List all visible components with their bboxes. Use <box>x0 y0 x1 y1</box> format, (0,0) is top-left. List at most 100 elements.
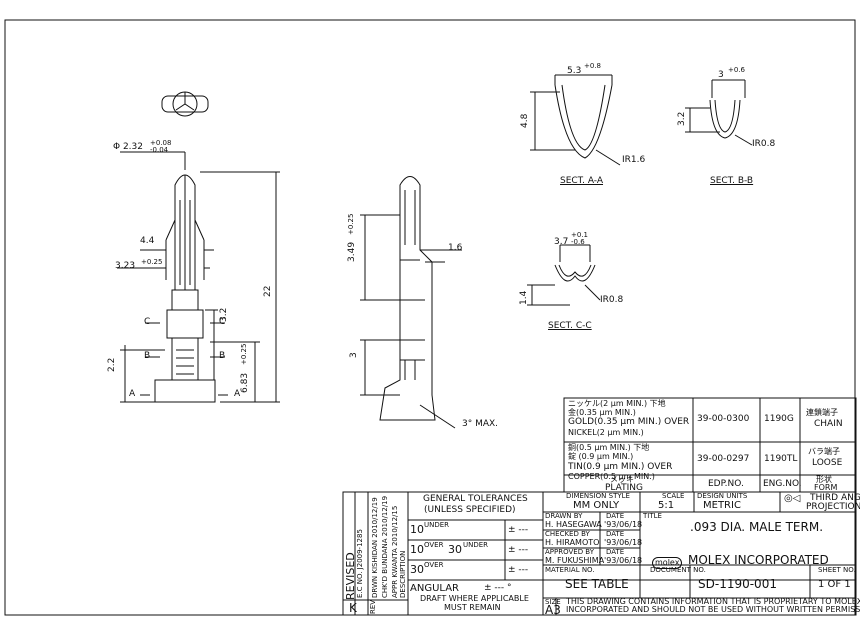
document-number: SD-1190-001 <box>698 577 777 591</box>
section-c-drawing <box>527 244 601 306</box>
drawn-by: H. HASEGAWA <box>545 520 602 529</box>
design-units-label: DESIGN UNITS <box>697 492 748 500</box>
plating-header-eng: ENG.NO. <box>763 479 802 489</box>
sheet-label: SHEET NO. <box>818 566 856 574</box>
dim-height-14: 1.4 <box>519 290 529 305</box>
tol-row2-tolerance: ± --- <box>508 545 529 555</box>
plating-header: PLATING <box>605 483 643 493</box>
checked-date: '93/06/18 <box>604 538 643 547</box>
section-mark-a-right: A <box>234 389 241 399</box>
document-label: DOCUMENT NO. <box>650 566 706 574</box>
checked-date-label: DATE <box>606 530 625 538</box>
section-a-label: SECT. A-A <box>560 176 604 186</box>
dim-length-683-tol: +0.25 <box>240 343 248 365</box>
dim-width-3-tol: +0.6 <box>728 66 745 74</box>
plating-row1-en: GOLD(0.35 µm MIN.) OVER <box>568 417 690 427</box>
dim-width-53: 5.3 <box>567 66 582 76</box>
dim-diameter-tol: +0.08 -0.04 <box>150 139 172 154</box>
tol-row2-over: OVER <box>424 541 444 549</box>
section-b-drawing <box>685 79 753 146</box>
tol-row1-under: UNDER <box>424 521 450 529</box>
drawn-by-label: DRAWN BY <box>545 512 583 520</box>
scale-label: SCALE <box>662 492 685 500</box>
checked-by-label: CHECKED BY <box>545 530 590 538</box>
section-a-drawing <box>530 74 621 166</box>
draft-note-1: DRAFT WHERE APPLICABLE <box>420 594 529 603</box>
plating-row2-en2: COPPER(0.5 µm MIN.) <box>568 472 655 481</box>
third-angle-label: THIRD ANGLE <box>810 493 860 503</box>
plating-row2-jp: 銅(0.5 µm MIN.) 下地 <box>568 443 650 452</box>
tol-row1-value: 10 <box>410 523 424 536</box>
approved-date: '93/06/18 <box>604 556 643 565</box>
dim-length-3: 3 <box>349 352 359 358</box>
proprietary-note-1: THIS DRAWING CONTAINS INFORMATION THAT I… <box>566 597 860 606</box>
proprietary-note-2: INCORPORATED AND SHOULD NOT BE USED WITH… <box>566 605 860 614</box>
plating-row1-edp: 39-00-0300 <box>697 414 750 424</box>
revised-label: REVISED <box>344 552 357 600</box>
dim-length-683: 6.83 <box>240 372 250 393</box>
plating-row1-form-jp: 連鎖端子 <box>806 408 838 417</box>
projection-label: PROJECTION <box>806 502 860 512</box>
approved-date-label: DATE <box>606 548 625 556</box>
plating-header-jp: メッキ <box>610 475 634 484</box>
checked-by: H. HIRAMOTO <box>545 538 600 547</box>
draft-note-2: MUST REMAIN <box>444 603 501 612</box>
dim-width-323-tol: +0.25 <box>141 258 163 266</box>
section-b-label: SECT. B-B <box>710 176 754 186</box>
revision-ec-no: E.C NO. J2009-1285 <box>356 529 364 598</box>
plating-row1-eng: 1190G <box>764 414 794 424</box>
tol-row2-under: UNDER <box>463 541 489 549</box>
angular-tolerance: ± --- ° <box>484 583 512 593</box>
plating-row2-form-jp: バラ端子 <box>808 447 840 456</box>
section-mark-b-right: B <box>219 351 226 361</box>
dim-width-323: 3.23 <box>115 261 136 271</box>
plating-row1-jp: ニッケル(2 µm MIN.) 下地 <box>568 399 666 408</box>
sheet-number: 1 OF 1 <box>818 579 851 590</box>
drawn-date-label: DATE <box>606 512 625 520</box>
revision-drawn: DRWN KISHIDAN 2010/12/19 <box>371 497 379 598</box>
title-block-lines <box>342 491 857 616</box>
plating-row1-en2: NICKEL(2 µm MIN.) <box>568 428 644 437</box>
plating-row2-form: LOOSE <box>812 458 843 468</box>
dim-diameter: Φ 2.32 <box>113 142 143 152</box>
plating-row2-eng: 1190TL <box>764 454 798 464</box>
dim-thickness-16: 1.6 <box>448 243 463 253</box>
dim-length-22: 22 <box>263 285 273 297</box>
approved-by-label: APPROVED BY <box>545 548 595 556</box>
dim-width-3: 3 <box>718 70 724 80</box>
front-view-drawing <box>117 151 280 403</box>
plating-row2-jp2: 錠 (0.9 µm MIN.) <box>568 452 634 461</box>
rev-label: REV <box>369 599 377 614</box>
tol-row2-value: 10 <box>410 543 424 556</box>
sheet-size: A3 <box>545 603 561 617</box>
revision-approved: APPR KWANTA 2010/12/15 <box>391 505 399 598</box>
section-c-label: SECT. C-C <box>548 321 592 331</box>
scale-value: 5:1 <box>658 500 675 511</box>
drawing-title: .093 DIA. MALE TERM. <box>690 520 824 534</box>
general-tolerances-title: GENERAL TOLERANCES <box>423 494 528 504</box>
dim-width-44: 4.4 <box>140 236 155 246</box>
dimension-style-label: DIMENSION STYLE <box>566 492 630 500</box>
dim-height-48: 4.8 <box>520 113 530 128</box>
dim-angle: 3° MAX. <box>462 419 499 429</box>
dim-length-22b: 2.2 <box>107 357 117 372</box>
plating-row2-edp: 39-00-0297 <box>697 454 750 464</box>
section-mark-c-left: C <box>144 317 151 327</box>
plating-row2-en: TIN(0.9 µm MIN.) OVER <box>568 462 673 472</box>
dim-width-53-tol: +0.8 <box>584 62 601 70</box>
material-label: MATERIAL NO. <box>545 566 595 574</box>
design-units-value: METRIC <box>703 500 741 511</box>
tol-row3-over: OVER <box>424 561 444 569</box>
drawn-date: '93/06/18 <box>604 520 643 529</box>
approved-by: M. FUKUSHIMA <box>545 556 605 565</box>
plating-row1-form: CHAIN <box>814 419 843 429</box>
molex-logo: molex <box>652 557 683 569</box>
dim-width-37-tol: +0.1 -0.6 <box>571 231 588 246</box>
dim-radius-08a: IR0.8 <box>600 295 624 305</box>
dim-length-349: 3.49 <box>347 241 357 262</box>
unless-specified: (UNLESS SPECIFIED) <box>424 505 516 515</box>
dim-width-37: 3.7 <box>554 237 569 247</box>
revision-letter: K <box>349 601 357 615</box>
